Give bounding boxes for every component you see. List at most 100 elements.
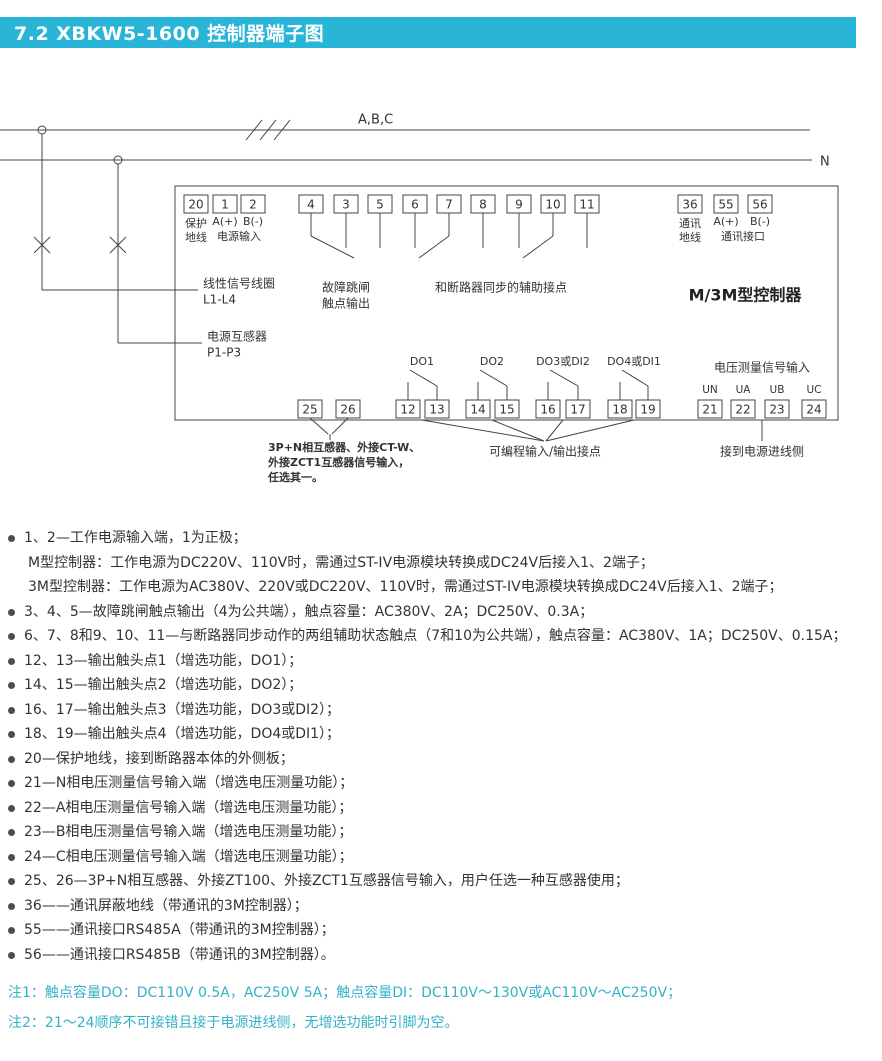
do3-label: DO3或DI2	[536, 355, 590, 368]
note-item: 56——通讯接口RS485B（带通讯的3M控制器）。	[8, 943, 882, 968]
terminal-box-2	[240, 194, 266, 214]
terminal-10: 10	[545, 198, 560, 212]
terminal-diagram: A,B,C N 线性信号线圈 L1-L4 电源互感器 P1-P3 20 1 2 …	[0, 100, 882, 500]
terminal-box-55	[713, 194, 739, 214]
terminal-21: 21	[702, 403, 717, 417]
note-text: M型控制器：工作电源为DC220V、110V时，需通过ST-IV电源模块转换成D…	[28, 554, 654, 571]
terminal-box-19	[635, 399, 661, 419]
terminal-box-23	[764, 399, 790, 419]
terminal-box-56	[747, 194, 773, 214]
note-text: 25、26—3P+N相互感器、外接ZT100、外接ZCT1互感器信号输入，用户任…	[24, 873, 629, 889]
terminal-box-22	[730, 399, 756, 419]
terminal-55: 55	[718, 198, 733, 212]
terminal-16: 16	[540, 403, 555, 417]
note-text: 56——通讯接口RS485B（带通讯的3M控制器）。	[24, 946, 335, 963]
terminal-box-24	[801, 399, 827, 419]
terminal-7: 7	[445, 198, 453, 212]
bus-label-abc: A,B,C	[358, 113, 393, 128]
do1-label: DO1	[410, 355, 434, 368]
terminal-23: 23	[769, 403, 784, 417]
note-text: 6、7、8和9、10、11—与断路器同步动作的两组辅助状态触点（7和10为公共端…	[24, 628, 847, 644]
note-text: 3M型控制器：工作电源为AC380V、220V或DC220V、110V时，需通过…	[28, 579, 783, 595]
terminal-box-13	[424, 399, 450, 419]
pt-label-line1: 电源互感器	[207, 329, 267, 344]
do2-label: DO2	[480, 355, 504, 368]
note-text: 1、2—工作电源输入端，1为正极；	[24, 530, 247, 546]
note-item: 55——通讯接口RS485A（带通讯的3M控制器）；	[8, 918, 882, 943]
un-label: UN	[702, 384, 718, 396]
terminal-12: 12	[400, 403, 415, 417]
note-text: 23—B相电压测量信号输入端（增选电压测量功能）；	[24, 824, 353, 840]
note-item: 18、19—输出触头点4（增选功能，DO4或DI1）；	[8, 722, 882, 747]
footnotes: 注1：触点容量DO：DC110V 0.5A，AC250V 5A；触点容量DI：D…	[0, 981, 882, 1036]
note-text: 24—C相电压测量信号输入端（增选电压测量功能）；	[24, 848, 353, 865]
terminal-22: 22	[735, 403, 750, 417]
comm-port-label: 通讯接口	[721, 230, 765, 243]
terminal-box-36	[677, 194, 703, 214]
terminal-box-21	[697, 399, 723, 419]
to-incoming-side-label: 接到电源进线侧	[720, 444, 804, 459]
terminal-24: 24	[806, 403, 821, 417]
coil-label-line1: 线性信号线圈	[203, 277, 275, 291]
note-item: 14、15—输出触头点2（增选功能，DO2）；	[8, 673, 882, 698]
terminal-3: 3	[342, 198, 350, 212]
note-text: 14、15—输出触头点2（增选功能，DO2）；	[24, 677, 303, 693]
note-text: 20—保护地线，接到断路器本体的外侧板；	[24, 750, 294, 767]
controller-box	[174, 185, 839, 421]
terminal-box-15	[494, 399, 520, 419]
ub-label: UB	[770, 384, 785, 396]
note-item: 24—C相电压测量信号输入端（增选电压测量功能）；	[8, 845, 882, 870]
note-item: 3M型控制器：工作电源为AC380V、220V或DC220V、110V时，需通过…	[8, 575, 882, 600]
terminal-13: 13	[429, 403, 444, 417]
do4-label: DO4或DI1	[607, 355, 661, 368]
terminal-14: 14	[470, 403, 485, 417]
pt-label-line2: P1-P3	[207, 346, 241, 360]
note-item: 12、13—输出触头点1（增选功能，DO1）；	[8, 649, 882, 674]
uc-label: UC	[806, 384, 821, 396]
notes-list: 1、2—工作电源输入端，1为正极； M型控制器：工作电源为DC220V、110V…	[0, 526, 882, 967]
terminal-17: 17	[570, 403, 585, 417]
terminal-18: 18	[612, 403, 627, 417]
terminal-20: 20	[188, 198, 203, 212]
terminal-box-18	[607, 399, 633, 419]
terminal-box-16	[535, 399, 561, 419]
terminal-36: 36	[682, 198, 697, 212]
page-title: 7.2 XBKW5-1600 控制器端子图	[14, 23, 325, 45]
note-item: 20—保护地线，接到断路器本体的外侧板；	[8, 747, 882, 772]
ct-note-line1: 3P+N相互感器、外接CT-W、	[268, 440, 420, 454]
bottom-connectors	[309, 417, 763, 442]
section-header: 7.2 XBKW5-1600 控制器端子图	[0, 17, 856, 48]
top-terminal-labels: 保护 地线 A(+) B(-) 电源输入 通讯 地线 A(+) B(-) 通讯接…	[185, 215, 770, 244]
comm-b-minus-label: B(-)	[750, 215, 770, 228]
terminal-9: 9	[515, 198, 523, 212]
bus-label-n: N	[820, 155, 830, 170]
phase-bus: A,B,C	[0, 113, 810, 141]
programmable-io-label: 可编程输入/输出接点	[489, 444, 601, 459]
note-text: 16、17—输出触头点3（增选功能，DO3或DI2）；	[24, 701, 341, 718]
voltage-input-label: 电压测量信号输入	[714, 360, 810, 375]
note-item: 23—B相电压测量信号输入端（增选电压测量功能）；	[8, 820, 882, 845]
comm-ground-label-line1: 通讯	[679, 217, 701, 230]
terminal-box-17	[565, 399, 591, 419]
terminal-box-20	[183, 194, 209, 214]
do-labels: DO1 DO2 DO3或DI2 DO4或DI1	[410, 355, 661, 368]
voltage-measure-labels: 电压测量信号输入 UN UA UB UC	[702, 360, 821, 397]
controller-type-label: M/3M型控制器	[689, 286, 803, 305]
power-input-label: 电源输入	[217, 229, 261, 243]
comm-ground-label-line2: 地线	[679, 230, 701, 244]
power-a-plus-label: A(+)	[212, 215, 237, 228]
neutral-bus: N	[0, 155, 830, 170]
terminal-11: 11	[579, 198, 594, 212]
terminal-6: 6	[411, 198, 419, 212]
terminal-26: 26	[340, 403, 355, 417]
note-item: 21—N相电压测量信号输入端（增选电压测量功能）；	[8, 771, 882, 796]
terminal-box-12	[395, 399, 421, 419]
ct-note-line3: 任选其一。	[267, 470, 323, 484]
note-item: 6、7、8和9、10、11—与断路器同步动作的两组辅助状态触点（7和10为公共端…	[8, 624, 882, 649]
terminal-1: 1	[221, 198, 229, 212]
comm-a-plus-label: A(+)	[713, 215, 738, 228]
ua-label: UA	[736, 384, 752, 396]
terminal-8: 8	[479, 198, 487, 212]
note-text: 18、19—输出触头点4（增选功能，DO4或DI1）；	[24, 726, 341, 742]
trip-output-label-line2: 触点输出	[322, 296, 370, 311]
